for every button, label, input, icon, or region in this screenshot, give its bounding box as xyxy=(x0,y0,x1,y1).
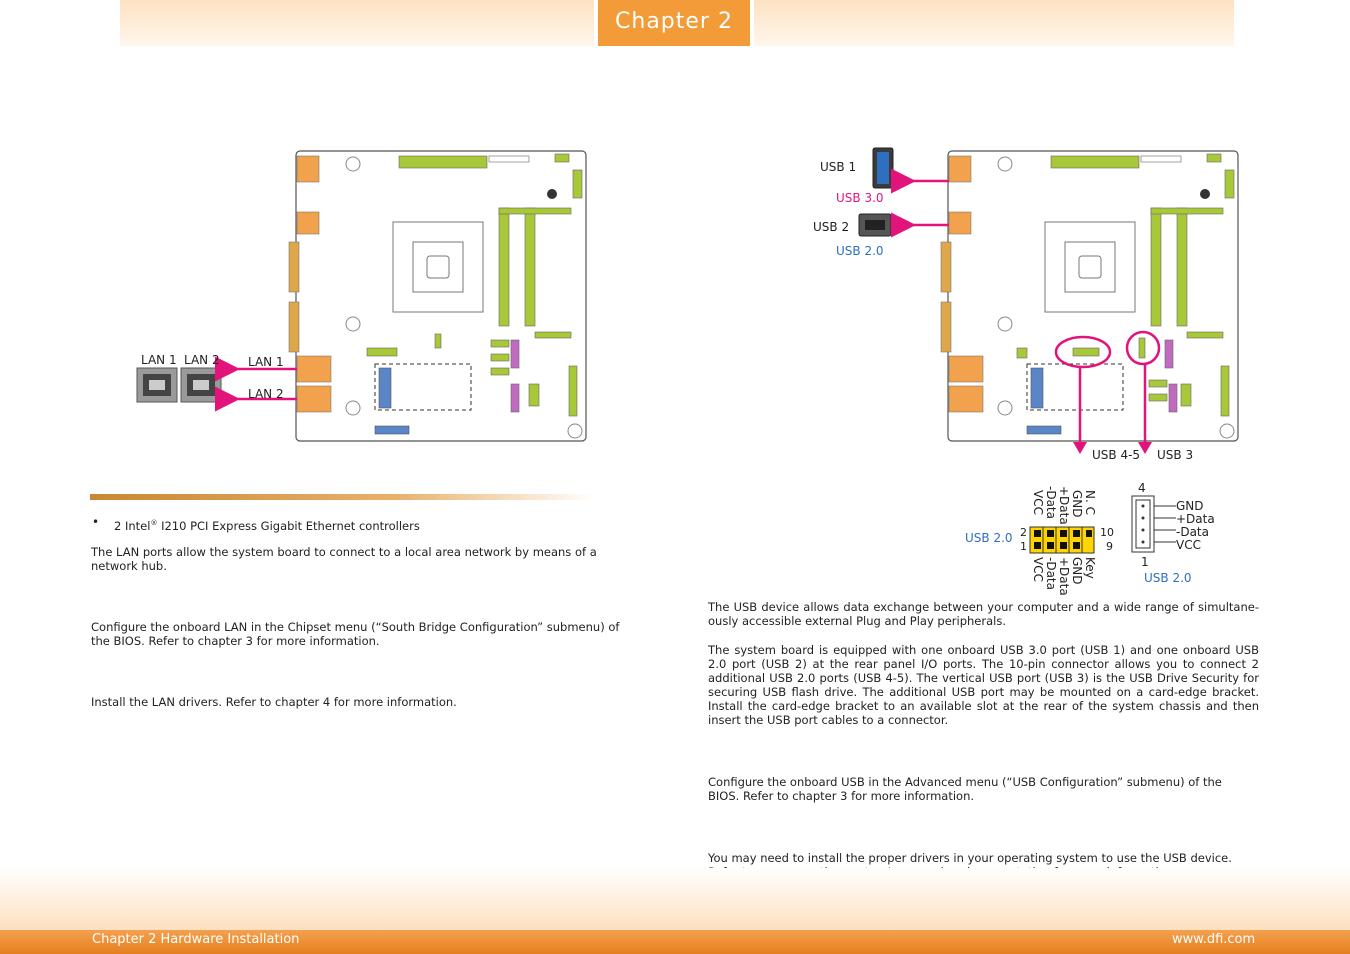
lan2-port-icon xyxy=(180,367,222,403)
usb3-highlight xyxy=(1125,330,1161,366)
usb3-label: USB 3 xyxy=(1157,448,1194,462)
pin-9-label: 9 xyxy=(1106,540,1113,553)
lan-controller-bullet: 2 Intel® I210 PCI Express Gigabit Ethern… xyxy=(114,518,420,533)
pin-name-bottom-vcc: VCC xyxy=(1031,557,1045,582)
usb1-port-icon xyxy=(872,147,894,189)
pin-name-top-minus-data: -Data xyxy=(1044,486,1058,519)
header-band-left xyxy=(120,0,594,46)
usb45-type-label: USB 2.0 xyxy=(965,531,1013,545)
footer-bar xyxy=(0,930,1350,954)
lan2-port-label: LAN 2 xyxy=(184,353,220,367)
header-band-right xyxy=(754,0,1234,46)
usb2-port-icon xyxy=(858,213,892,237)
bullet-dot: • xyxy=(92,515,100,529)
lan-paragraph-2: Configure the onboard LAN in the Chipset… xyxy=(91,620,620,648)
pin-name-bottom-minus-data: -Data xyxy=(1044,557,1058,590)
lan-paragraph-1: The LAN ports allow the system board to … xyxy=(91,545,597,573)
pin-name-top-gnd: GND xyxy=(1070,490,1084,518)
usb2-type-label: USB 2.0 xyxy=(836,244,884,258)
lan-board-diagram xyxy=(136,150,587,442)
pin-name-bottom-plus-data: +Data xyxy=(1057,557,1071,596)
lan1-port-label: LAN 1 xyxy=(141,353,177,367)
usb3-type-label: USB 2.0 xyxy=(1144,571,1192,585)
usb-paragraph-3: Configure the onboard USB in the Advance… xyxy=(708,775,1222,803)
lan1-arrow-label: LAN 1 xyxy=(248,355,284,369)
lan1-port-icon xyxy=(136,367,178,403)
usb-paragraph-2: The system board is equipped with one on… xyxy=(708,643,1259,727)
usb-board-diagram xyxy=(858,147,1239,454)
pin-name-top-plus-data: +Data xyxy=(1057,486,1071,525)
usb1-label: USB 1 xyxy=(820,160,857,174)
usb3-pin-plus-data: +Data xyxy=(1176,512,1215,526)
usb-paragraph-1: The USB device allows data exchange betw… xyxy=(708,600,1259,628)
footer-website-link[interactable]: www.dfi.com xyxy=(1172,932,1256,947)
pin-1-label: 1 xyxy=(1020,540,1027,553)
chapter-tab: Chapter 2 xyxy=(598,0,750,46)
pin-name-bottom-gnd: GND xyxy=(1070,557,1084,585)
usb3-pin-connector xyxy=(1131,495,1176,553)
pin-name-top-nc: N. C xyxy=(1083,490,1097,515)
pin-10-label: 10 xyxy=(1100,526,1114,539)
usb45-pin-header xyxy=(1029,526,1095,554)
usb3-pin-gnd: GND xyxy=(1176,499,1204,513)
footer-chapter-title: Chapter 2 Hardware Installation xyxy=(92,932,300,947)
usb45-label: USB 4-5 xyxy=(1092,448,1141,462)
usb1-type-label: USB 3.0 xyxy=(836,191,884,205)
pin-name-top-vcc: VCC xyxy=(1031,490,1045,515)
usb3-pin-4-label: 4 xyxy=(1138,481,1146,495)
usb2-label: USB 2 xyxy=(813,220,850,234)
usb45-highlight xyxy=(1054,335,1112,369)
footer-glow xyxy=(0,868,1350,930)
lan-paragraph-3: Install the LAN drivers. Refer to chapte… xyxy=(91,695,457,709)
lan2-arrow-label: LAN 2 xyxy=(248,387,284,401)
usb3-pin-minus-data: -Data xyxy=(1176,525,1209,539)
pin-name-bottom-key: Key xyxy=(1083,557,1097,579)
usb3-pin-vcc: VCC xyxy=(1176,538,1201,552)
usb3-pin-1-label: 1 xyxy=(1141,555,1149,569)
pin-2-label: 2 xyxy=(1020,526,1027,539)
section-divider xyxy=(90,494,595,500)
